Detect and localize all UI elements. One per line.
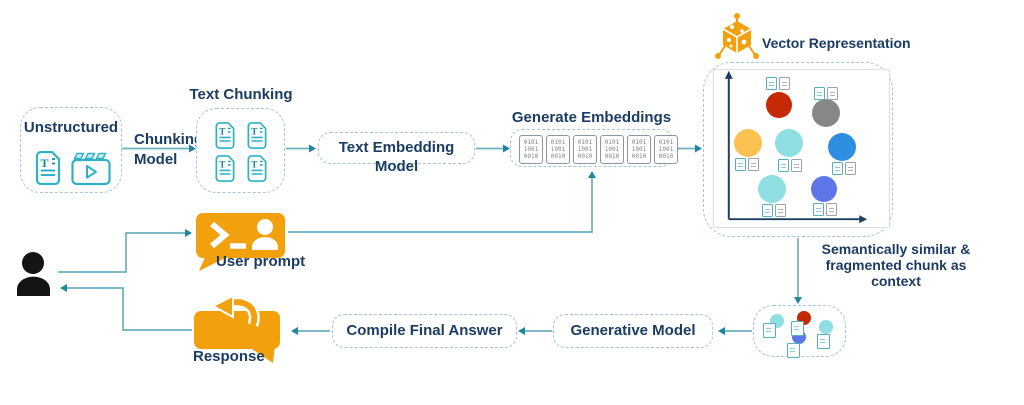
chunk-embedding-tag [735,158,759,171]
generate-embeddings-label: Generate Embeddings [511,109,672,126]
mini-document-icon [817,334,830,349]
chunk-embedding-tag [832,162,856,175]
video-icon [71,152,111,186]
response-icon [194,295,280,363]
mini-binary-icon [827,87,838,100]
chunk-embedding-tag [778,159,802,172]
mini-document-icon [778,159,789,172]
person-icon [17,252,50,296]
document-icon [214,122,236,149]
mini-binary-icon [845,162,856,175]
vector-representation-label: Vector Representation [762,35,911,51]
response-label: Response [193,348,265,365]
mini-binary-icon [791,159,802,172]
chunk-embedding-tag [814,87,838,100]
embedding-point-cyan2 [758,175,786,203]
mini-document-icon [791,321,804,336]
unstructured-box: Unstructured [20,107,122,193]
vector-cube-icon [715,13,759,59]
embedding-point-gray [812,99,840,127]
text-chunking-label: Text Chunking [189,86,293,103]
context-chunk-dot [819,320,833,334]
vector-plot-box [703,62,893,237]
document-icon [246,122,268,149]
mini-document-icon [735,158,746,171]
mini-document-icon [766,77,777,90]
document-icon [246,155,268,182]
chunk-embedding-tag [766,77,790,90]
semantic-note: Semantically similar & fragmented chunk … [821,241,971,289]
context-items [754,306,845,358]
user-prompt-icon [196,213,285,271]
mini-binary-icon [775,204,786,217]
mini-document-icon [813,203,824,216]
mini-binary-icon [779,77,790,90]
mini-binary-icon [826,203,837,216]
mini-binary-icon [748,158,759,171]
scatter-layer [704,63,892,236]
mini-document-icon [832,162,843,175]
mini-document-icon [787,343,800,358]
plot-axes [724,70,868,224]
generative-model-box: Generative Model [553,314,713,348]
chunk-embedding-tag [762,204,786,217]
document-icon [34,151,62,185]
mini-document-icon [814,87,825,100]
embedding-point-yellow [734,129,762,157]
context-chunks-box [753,305,846,358]
text-embedding-model-label: Text Embedding Model [338,139,455,175]
embedding-point-red [766,92,792,118]
text-chunking-box [196,108,285,193]
chunk-embedding-tag [813,203,837,216]
generative-model-label: Generative Model [570,322,696,339]
text-embedding-model-box: Text Embedding Model [318,132,475,175]
chunking-model-label: Chunking Model [134,131,204,168]
embedding-point-indigo [811,176,837,202]
embedding-point-blue [828,133,856,161]
compile-final-answer-label: Compile Final Answer [346,322,503,339]
compile-final-answer-box: Compile Final Answer [332,314,517,348]
mini-document-icon [762,204,773,217]
mini-document-icon [763,323,776,338]
unstructured-label: Unstructured [23,119,119,136]
embedding-point-cyan [775,129,803,157]
user-prompt-label: User prompt [216,253,306,270]
document-icon [214,155,236,182]
